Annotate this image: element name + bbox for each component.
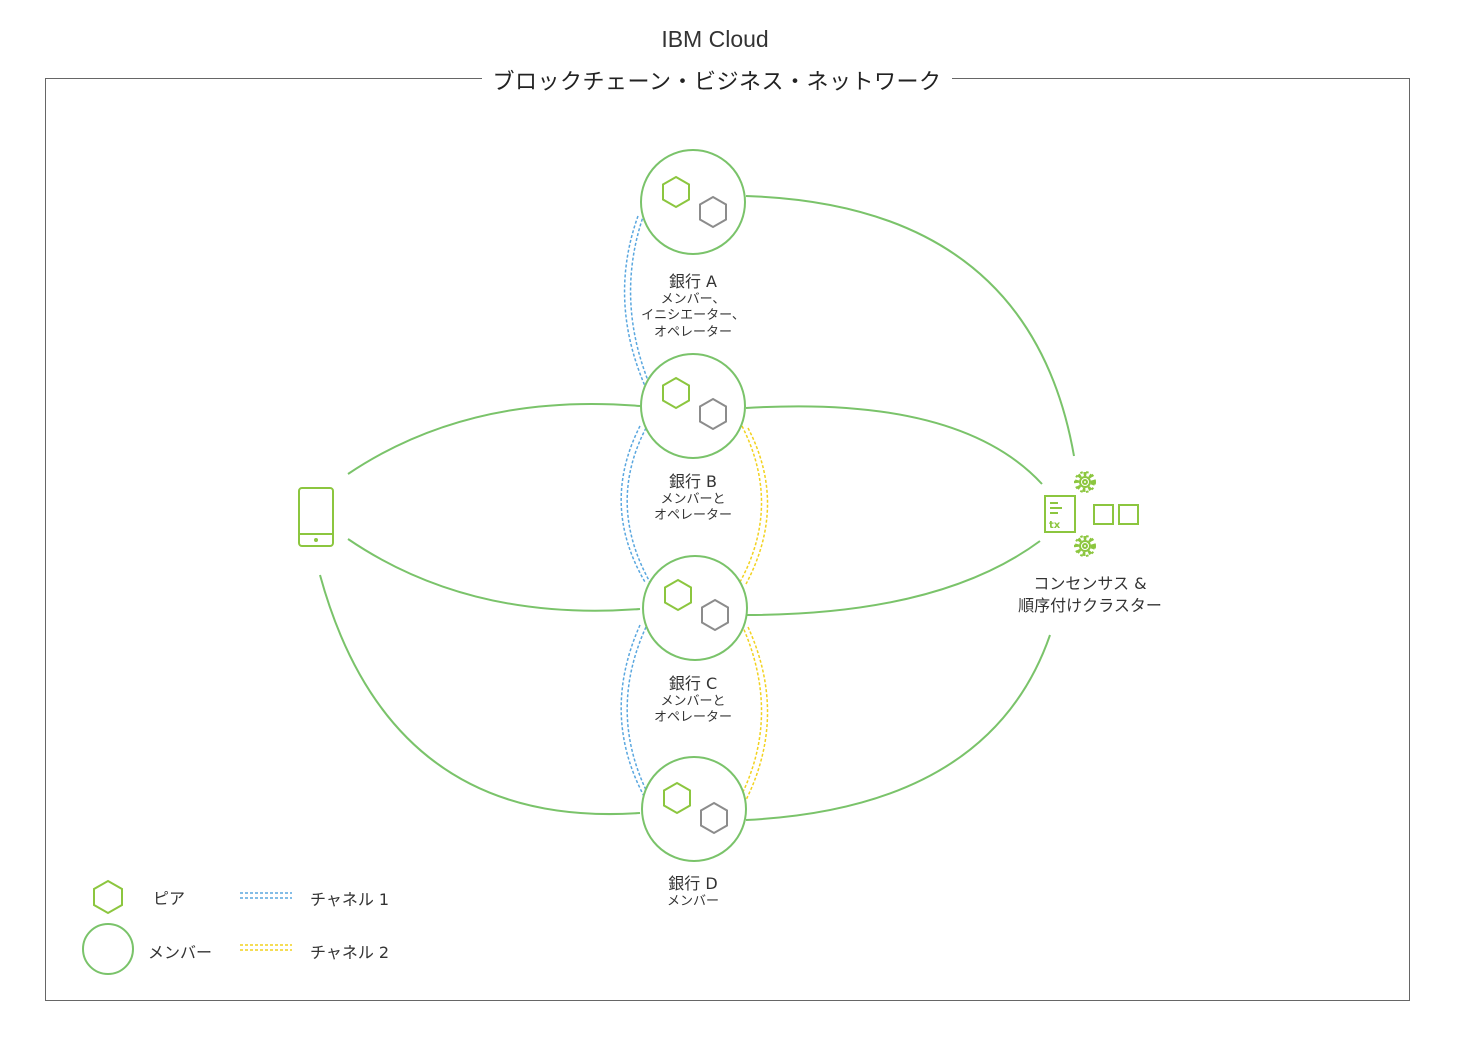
bank-role: イニシエーター、 [641, 308, 745, 324]
bank-role: オペレーター [653, 710, 732, 726]
bank-role: メンバー、 [660, 292, 726, 307]
arc-phone-bankB [347, 403, 641, 475]
gray-hexagon-icon [700, 801, 728, 835]
member-circle [642, 555, 748, 661]
bank-role: メンバーと [660, 694, 726, 709]
legend-member-label: メンバー [148, 943, 213, 962]
transaction-document-icon [1044, 495, 1076, 533]
page-title: IBM Cloud [661, 26, 769, 52]
tx-label: tx [1049, 520, 1061, 531]
bank-name: 銀行 D [668, 874, 718, 893]
arc-bankC-orderer [745, 540, 1041, 616]
arc-bankA-orderer [745, 195, 1075, 457]
orderer-cluster-icon[interactable] [1044, 471, 1139, 557]
arc-phone-bankC [347, 538, 641, 612]
bank-role: メンバーと [660, 492, 726, 507]
bank-name: 銀行 C [668, 674, 718, 693]
arc-bankD-orderer [745, 634, 1051, 821]
peer-icon [664, 578, 692, 612]
block-icon [1118, 504, 1139, 525]
channel2-lines [739, 425, 769, 801]
bank-role: メンバー [666, 894, 719, 909]
bank-a-label: 銀行 A メンバー、 イニシエーター、 オペレーター [613, 272, 773, 341]
arc-phone-bankD [319, 574, 641, 815]
legend-channel2-label: チャネル 2 [310, 943, 390, 962]
bank-b-label: 銀行 B メンバーと オペレーター [613, 472, 773, 525]
gray-hexagon-icon [699, 397, 727, 431]
legend-channel1-line [240, 892, 292, 899]
legend-peer-icon [93, 879, 123, 915]
orderer-label-line1: コンセンサス & [1033, 574, 1147, 593]
gear-icon [1074, 535, 1096, 557]
peer-icon [662, 376, 690, 410]
block-icon [1093, 504, 1114, 525]
peer-icon [662, 175, 690, 209]
legend-channel1-label: チャネル 1 [310, 890, 390, 909]
orderer-label-line2: 順序付けクラスター [1018, 596, 1162, 616]
gear-icon [1074, 471, 1096, 493]
legend-member-icon [82, 923, 134, 975]
bank-name: 銀行 B [668, 472, 718, 491]
bank-a-node[interactable] [640, 149, 746, 255]
gray-hexagon-icon [701, 598, 729, 632]
member-circle [640, 353, 746, 459]
gray-hexagon-icon [699, 195, 727, 229]
bank-role: オペレーター [653, 508, 732, 524]
orderer-label: コンセンサス & 順序付けクラスター [990, 573, 1190, 618]
bank-b-node[interactable] [640, 353, 746, 459]
channel1-lines [620, 213, 652, 801]
bank-d-label: 銀行 D メンバー [613, 874, 773, 910]
bank-c-node[interactable] [642, 555, 748, 661]
member-circle [641, 756, 747, 862]
arc-bankB-orderer [745, 405, 1043, 485]
bank-role: オペレーター [653, 324, 732, 340]
network-title: ブロックチェーン・ビジネス・ネットワーク [482, 64, 952, 96]
member-connections [319, 195, 1075, 821]
mobile-phone-icon[interactable] [298, 487, 334, 547]
legend-channel2-line [240, 944, 292, 951]
member-circle [640, 149, 746, 255]
bank-d-node[interactable] [641, 756, 747, 862]
peer-icon [663, 781, 691, 815]
legend-peer-label: ピア [153, 889, 186, 908]
bank-c-label: 銀行 C メンバーと オペレーター [613, 674, 773, 727]
bank-name: 銀行 A [668, 272, 718, 291]
